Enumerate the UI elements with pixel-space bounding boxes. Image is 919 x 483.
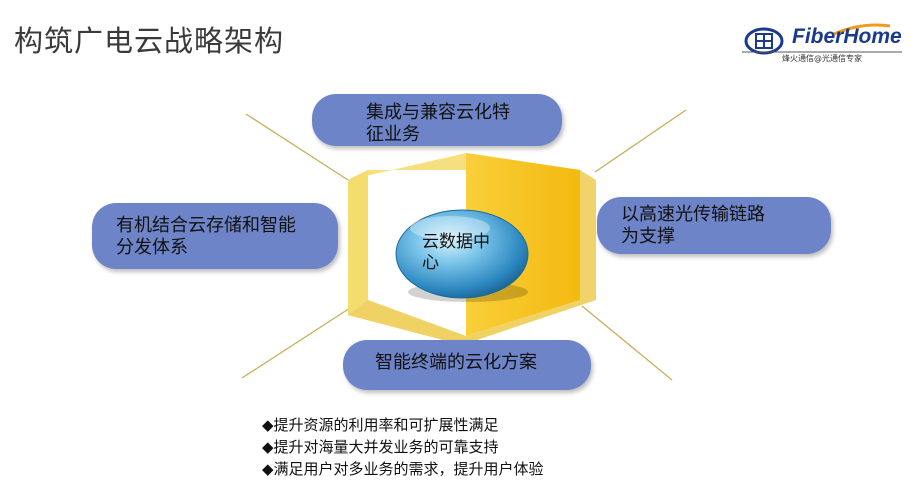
pill-bottom: 智能终端的云化方案 [343,340,591,390]
bullet-item: ◆提升资源的利用率和可扩展性满足 [262,416,499,434]
bullet-item: ◆满足用户对多业务的需求，提升用户体验 [262,460,544,478]
logo-divider [742,51,902,53]
bullet-item: ◆提升对海量大并发业务的可靠支持 [262,438,499,456]
connector-bottom-right [581,305,673,381]
pill-top: 集成与兼容云化特征业务 [312,94,562,146]
pill-right: 以高速光传输链路为支撑 [597,197,831,254]
logo-swoosh-icon [833,23,891,36]
cloud-datacenter-sphere [395,209,529,299]
connector-lines [241,109,687,381]
connector-top-left [245,113,349,181]
pill-bottom-label: 智能终端的云化方案 [375,352,537,373]
connector-bottom-left [241,307,351,379]
center-label: 云数据中心 [422,232,490,273]
pill-right-label: 以高速光传输链路为支撑 [621,204,765,247]
sphere-highlight [410,216,490,240]
connector-top-right [594,109,687,173]
cube-left-face [348,170,462,345]
logo-emblem-icon [744,27,784,55]
pill-left-label: 有机结合云存储和智能分发体系 [116,215,296,258]
logo-tagline: 烽火通信@光通信专家 [782,54,862,63]
bullet-list: ◆提升资源的利用率和可扩展性满足 ◆提升对海量大并发业务的可靠支持 ◆满足用户对… [262,414,544,480]
cube-top-face [348,153,580,180]
fiberhome-logo: FiberHome 烽火通信@光通信专家 [742,22,902,70]
pill-left: 有机结合云存储和智能分发体系 [92,203,338,269]
pill-top-label: 集成与兼容云化特征业务 [366,102,510,145]
cube-right-edge [580,170,596,300]
cube-bottom-face [348,300,596,345]
logo-brand: FiberHome [792,25,902,48]
page-title: 构筑广电云战略架构 [14,24,285,58]
